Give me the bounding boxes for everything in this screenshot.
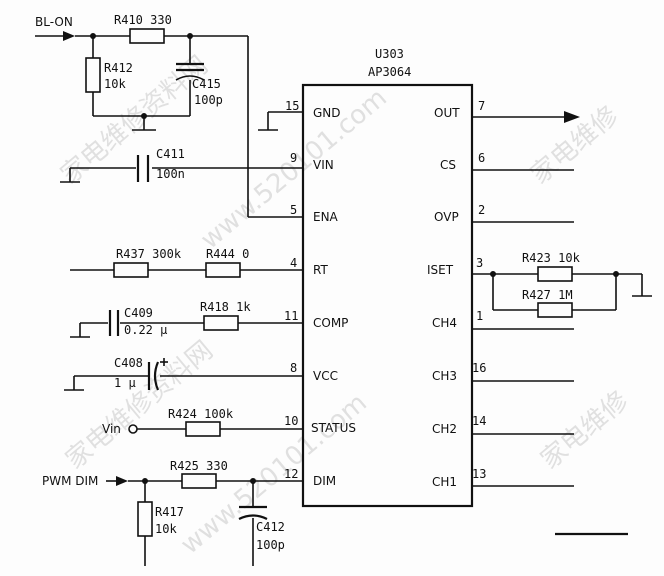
resistor-r418 <box>203 315 239 331</box>
pin-name: COMP <box>313 316 348 330</box>
ic-body <box>301 83 474 508</box>
left-pins: 15 GND 9 VIN 5 ENA 4 RT 11 COMP 8 VCC 10… <box>284 99 356 488</box>
r417-ref: R417 <box>155 505 184 519</box>
gnd-net <box>258 111 303 131</box>
net-label-pwm-dim: PWM DIM <box>42 474 98 488</box>
pin-name: RT <box>313 263 328 277</box>
c409-ref: C409 <box>124 306 153 320</box>
pin-name: CH4 <box>432 316 457 330</box>
pin-name: CH3 <box>432 369 457 383</box>
pin-name: CH1 <box>432 475 457 489</box>
capacitor-c411 <box>136 155 150 182</box>
right-pins: OUT 7 CS 6 OVP 2 ISET 3 CH4 1 CH3 16 CH2… <box>427 99 486 489</box>
resistor-r417 <box>137 501 153 537</box>
pin-name: OUT <box>434 106 460 120</box>
vcc-net <box>64 375 303 391</box>
r418-label: R418 1k <box>200 300 251 314</box>
r410-label: R410 330 <box>114 13 172 27</box>
iset-net <box>472 271 652 311</box>
pin-number: 7 <box>478 99 485 113</box>
r427-label: R427 1M <box>522 288 573 302</box>
pin-number: 8 <box>290 361 297 375</box>
pin-name: DIM <box>313 474 336 488</box>
resistor-r423 <box>537 266 573 282</box>
pin-name: OVP <box>434 210 459 224</box>
capacitor-c415 <box>175 62 205 81</box>
pin-number: 14 <box>472 414 486 428</box>
pin-name: STATUS <box>311 421 356 435</box>
pin-number: 5 <box>290 203 297 217</box>
dim-net <box>106 476 303 566</box>
pin-name: CH2 <box>432 422 457 436</box>
channel-lines <box>472 169 574 487</box>
capacitor-c409 <box>108 310 120 336</box>
pin-name: VCC <box>313 369 338 383</box>
resistor-r444 <box>205 262 241 278</box>
pin-number: 2 <box>478 203 485 217</box>
r437-label: R437 300k <box>116 247 182 261</box>
pin-number: 12 <box>284 467 298 481</box>
c411-ref: C411 <box>156 147 185 161</box>
pin-name: GND <box>313 106 341 120</box>
pin-name: CS <box>440 158 456 172</box>
pin-number: 16 <box>472 361 486 375</box>
pin-name: ISET <box>427 263 454 277</box>
pin-number: 6 <box>478 151 485 165</box>
comp-net <box>70 322 303 338</box>
pin-number: 13 <box>472 467 486 481</box>
c412-ref: C412 <box>256 520 285 534</box>
pin-name: VIN <box>313 158 334 172</box>
watermark: 家电维修 <box>535 386 634 476</box>
r412-value: 10k <box>104 77 126 91</box>
pin-number: 11 <box>284 309 298 323</box>
pin-number: 15 <box>285 99 299 113</box>
capacitor-c412 <box>238 505 268 520</box>
r412-ref: R412 <box>104 61 133 75</box>
pin-number: 9 <box>290 151 297 165</box>
pin-number: 4 <box>290 256 297 270</box>
capacitor-c408 <box>147 358 168 391</box>
c408-value: 1 μ <box>114 376 136 390</box>
ic-ref: U303 <box>375 47 404 61</box>
status-net <box>128 424 303 434</box>
resistor-r412 <box>85 57 101 93</box>
out-net <box>472 111 580 123</box>
r417-value: 10k <box>155 522 177 536</box>
pin-number: 3 <box>476 256 483 270</box>
c415-ref: C415 <box>192 77 221 91</box>
resistor-r425 <box>181 473 217 489</box>
net-label-vin: Vin <box>102 422 121 436</box>
r423-label: R423 10k <box>522 251 581 265</box>
c412-value: 100p <box>256 538 285 552</box>
pin-number: 1 <box>476 309 483 323</box>
c415-value: 100p <box>194 93 223 107</box>
c408-ref: C408 <box>114 356 143 370</box>
r424-label: R424 100k <box>168 407 234 421</box>
ic-part: AP3064 <box>368 65 411 79</box>
vin-net <box>60 167 303 183</box>
pin-number: 10 <box>284 414 298 428</box>
resistor-r410 <box>129 28 165 44</box>
watermark: 家电维修资料网 <box>55 50 214 190</box>
bl-on-net <box>35 31 303 218</box>
resistor-r427 <box>537 302 573 318</box>
c409-value: 0.22 μ <box>124 323 167 337</box>
resistor-r437 <box>113 262 149 278</box>
net-label-bl-on: BL-ON <box>35 15 73 29</box>
c411-value: 100n <box>156 167 185 181</box>
resistor-r424 <box>185 421 221 437</box>
pin-name: ENA <box>313 210 339 224</box>
r444-label: R444 0 <box>206 247 249 261</box>
r425-label: R425 330 <box>170 459 228 473</box>
watermark: 家电维修 <box>525 101 624 191</box>
